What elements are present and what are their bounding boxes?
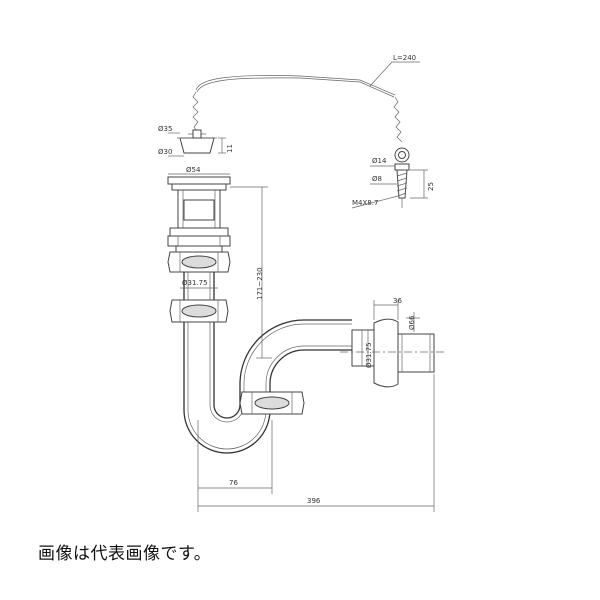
chain-length-label: L=240 bbox=[393, 54, 416, 62]
rubber-plug: Ø35 Ø30 11 bbox=[158, 125, 234, 157]
drain-body: Ø54 Ø31.75 bbox=[167, 166, 231, 372]
caption-text: 画像は代表画像です。 bbox=[38, 544, 212, 564]
total-length-label: 396 bbox=[307, 497, 321, 505]
hook-base-dia-label: Ø8 bbox=[372, 175, 382, 183]
adjust-length-dimension: 171~230 bbox=[230, 186, 272, 359]
plug-outer-dia-label: Ø35 bbox=[158, 125, 172, 133]
trap-offset-label: 76 bbox=[229, 479, 238, 487]
adjust-length-label: 171~230 bbox=[256, 267, 264, 300]
outlet-and-wall-flange: Ø31.75 36 Ø66 bbox=[340, 297, 446, 388]
screw-size-label: M4X8.7 bbox=[352, 199, 378, 207]
bottom-dimensions: 76 396 bbox=[197, 374, 435, 512]
hook-height-label: 25 bbox=[427, 182, 435, 191]
chain-assembly: L=240 bbox=[192, 54, 420, 143]
cover-depth-label: 36 bbox=[393, 297, 402, 305]
chain-hook: Ø14 Ø8 M4X8.7 25 bbox=[351, 147, 435, 209]
outlet-pipe-dia-label: Ø31.75 bbox=[365, 342, 373, 368]
hook-dia-label: Ø14 bbox=[372, 157, 387, 165]
cover-dia-label: Ø66 bbox=[408, 315, 416, 330]
plug-height-label: 11 bbox=[226, 144, 234, 153]
trap-bend bbox=[183, 319, 352, 454]
plug-inner-dia-label: Ø30 bbox=[158, 148, 172, 156]
tail-pipe-dia-label: Ø31.75 bbox=[182, 279, 208, 287]
flange-dia-label: Ø54 bbox=[186, 166, 201, 174]
